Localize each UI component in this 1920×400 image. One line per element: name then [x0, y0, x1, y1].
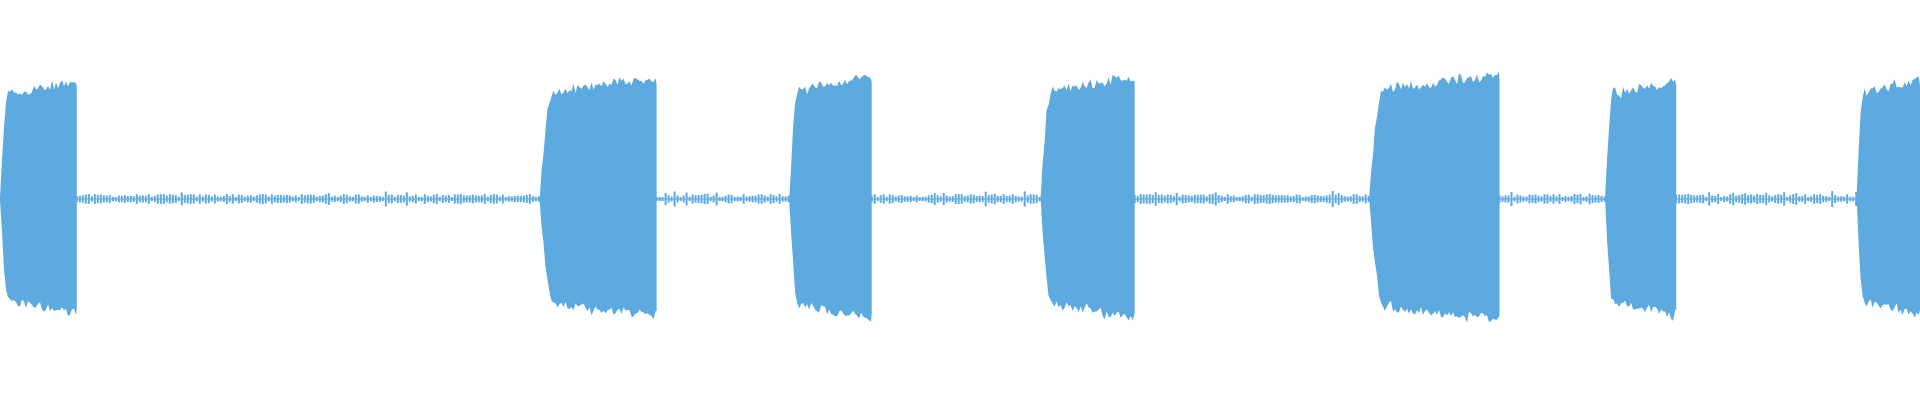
waveform-burst-shape: [539, 77, 657, 320]
waveform-burst: [1369, 71, 1500, 323]
waveform-silence: [1498, 192, 1606, 206]
waveform-burst: [789, 74, 872, 322]
waveform-silence: [1133, 191, 1370, 207]
waveform-silence: [75, 191, 540, 207]
waveform-burst-shape: [1856, 76, 1920, 318]
waveform-burst: [1040, 75, 1135, 321]
waveform-burst-shape: [1369, 71, 1500, 323]
waveform-burst-shape: [1605, 77, 1677, 321]
waveform-silence: [1675, 191, 1858, 207]
waveform-burst: [539, 77, 657, 320]
waveform-burst: [0, 80, 77, 316]
waveform-burst-shape: [1040, 75, 1135, 321]
waveform-segments: [0, 71, 1920, 323]
waveform-burst: [1856, 76, 1920, 318]
waveform-burst-shape: [0, 80, 77, 316]
waveform-silence: [870, 191, 1041, 207]
waveform-silence: [655, 191, 790, 207]
waveform-burst-shape: [789, 74, 872, 322]
waveform-burst: [1605, 77, 1677, 321]
